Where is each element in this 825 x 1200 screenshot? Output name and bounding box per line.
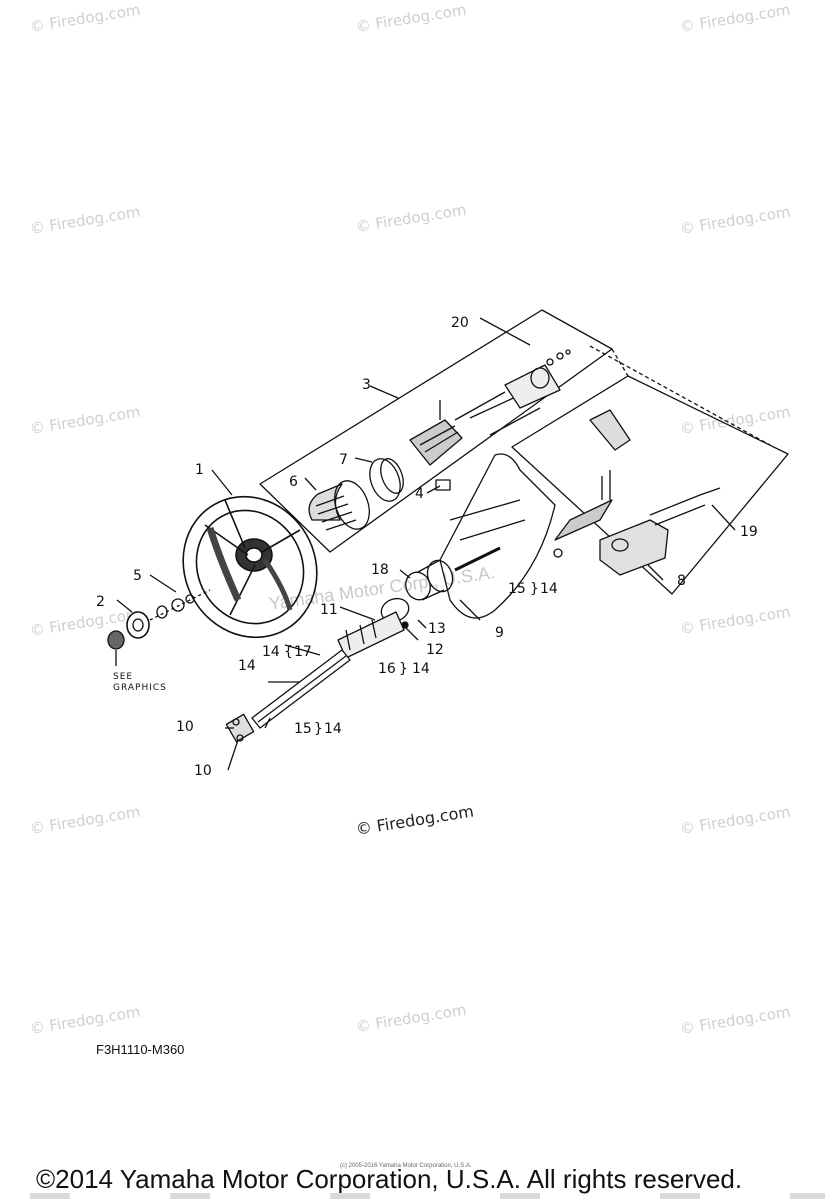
callout-15-lower: 15: [294, 721, 312, 737]
callout-13: 13: [428, 621, 446, 637]
control-unit: [553, 409, 721, 576]
callout-12: 12: [426, 642, 444, 658]
steering-wheel: [182, 495, 318, 639]
coupler: [405, 546, 501, 601]
universal-joint: [225, 713, 255, 743]
callout-15-lower-brace: }: [314, 721, 323, 737]
callout-20: 20: [451, 315, 469, 331]
tilt-mechanism: [409, 349, 571, 491]
tiny-copyright-note: (c) 2005-2016 Yamaha Motor Corporation, …: [340, 1163, 472, 1169]
callout-8: 8: [677, 573, 686, 589]
callout-18: 18: [371, 562, 389, 578]
callout-4: 4: [415, 486, 424, 502]
callout-9: 9: [495, 625, 504, 641]
callout-19: 19: [740, 524, 758, 540]
callout-14-a: 14: [262, 644, 280, 660]
callout-15-upper-14: 14: [540, 581, 558, 597]
see-graphics-note-line1: SEE: [113, 672, 133, 682]
callout-11: 11: [320, 602, 338, 618]
callout-6: 6: [289, 474, 298, 490]
dashed-leader: [611, 348, 629, 377]
callout-17: 17: [294, 644, 312, 660]
callout-15-upper: 15: [508, 581, 526, 597]
callout-10-lower: 10: [194, 763, 212, 779]
callout-15-upper-brace: }: [530, 581, 539, 597]
callout-1: 1: [195, 462, 204, 478]
callout-16: 16: [378, 661, 396, 677]
see-graphics-note-line2: GRAPHICS: [113, 683, 167, 693]
sleeve: [308, 480, 370, 531]
callout-7: 7: [339, 452, 348, 468]
callout-16-brace: }: [399, 661, 408, 677]
drawing-code: F3H1110-M360: [96, 1042, 185, 1057]
callout-10-upper: 10: [176, 719, 194, 735]
callout-16-14: 14: [412, 661, 430, 677]
callout-15-lower-14: 14: [324, 721, 342, 737]
callout-2: 2: [96, 594, 105, 610]
callout-3: 3: [362, 377, 371, 393]
mount-plate: [439, 453, 556, 619]
bottom-strip: [0, 1193, 825, 1200]
callout-14-b: 14: [238, 658, 256, 674]
callout-5: 5: [133, 568, 142, 584]
ring: [369, 458, 401, 502]
hub-parts: [107, 589, 211, 666]
copyright-footer: ©2014 Yamaha Motor Corporation, U.S.A. A…: [36, 1164, 743, 1194]
steering-shaft: [251, 611, 405, 729]
dashed-leader: [589, 345, 771, 446]
callout-14-brace: {: [284, 644, 293, 660]
